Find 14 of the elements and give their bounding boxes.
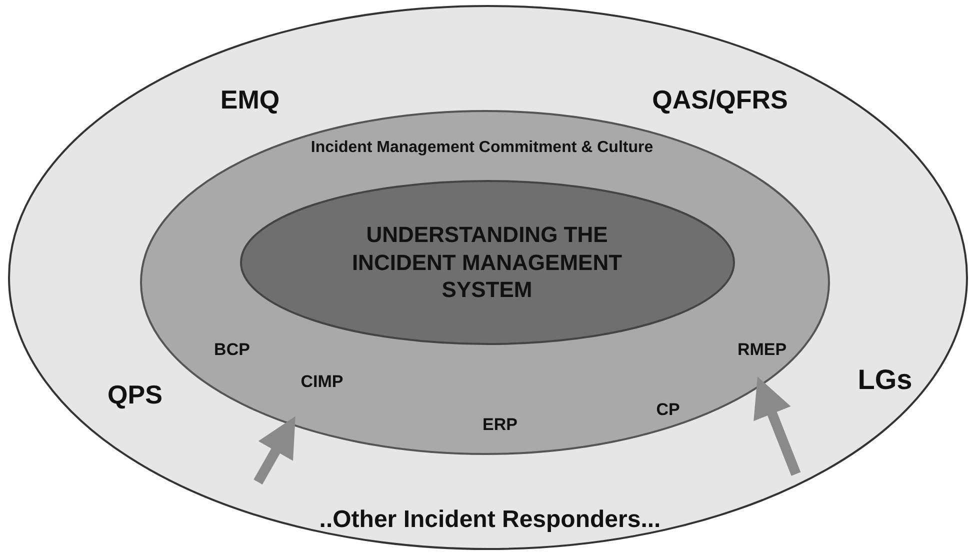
center-title: UNDERSTANDING THE INCIDENT MANAGEMENT SYSTEM — [350, 220, 624, 304]
ring-label: RMEP — [737, 340, 787, 360]
ring-title: Incident Management Commitment & Culture — [310, 139, 654, 157]
ring-label: QPS — [108, 380, 162, 410]
ring-label: QAS/QFRS — [652, 84, 788, 116]
ring-label: ERP — [482, 415, 518, 435]
arrow — [254, 416, 296, 484]
ring-label: BCP — [214, 340, 250, 360]
ring-label: ..Other Incident Responders... — [319, 506, 661, 534]
ring-label: CP — [656, 400, 680, 420]
ring-label: EMQ — [220, 84, 280, 116]
arrow — [754, 376, 801, 476]
ring-label: LGs — [858, 364, 912, 396]
ring-label: CIMP — [300, 372, 344, 392]
